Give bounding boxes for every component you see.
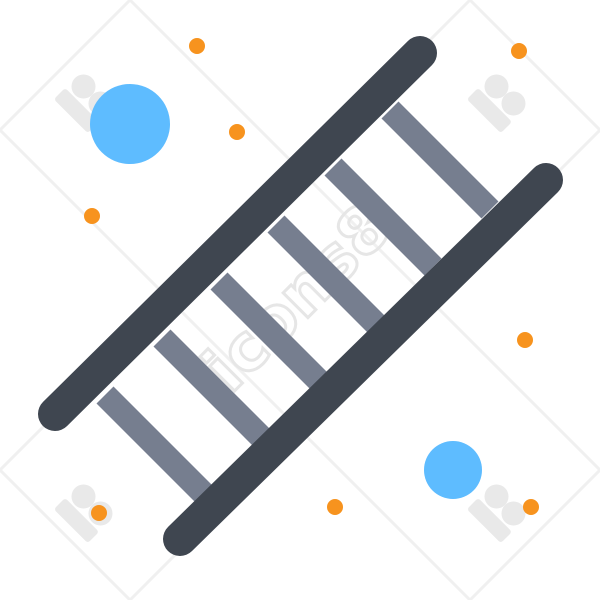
ladder-rungs <box>96 101 499 504</box>
ladder-rung <box>381 101 499 219</box>
ladder-rung <box>210 272 328 390</box>
dot <box>91 505 107 521</box>
bubble-large <box>90 84 170 164</box>
dot <box>189 38 205 54</box>
sparkle-dots <box>84 38 539 521</box>
dot <box>523 499 539 515</box>
dot <box>511 43 527 59</box>
dot <box>84 208 100 224</box>
dot <box>229 124 245 140</box>
ladder-rung <box>267 215 385 333</box>
ladder-rail-upper <box>38 36 437 431</box>
ladder-rung <box>324 158 442 276</box>
ladder-rung <box>153 329 271 447</box>
dot <box>517 332 533 348</box>
bubble-small <box>424 441 482 499</box>
ladder-rails <box>38 36 563 556</box>
ladder-rail-lower <box>163 163 563 556</box>
ladder-rung <box>96 386 214 504</box>
dot <box>327 499 343 515</box>
